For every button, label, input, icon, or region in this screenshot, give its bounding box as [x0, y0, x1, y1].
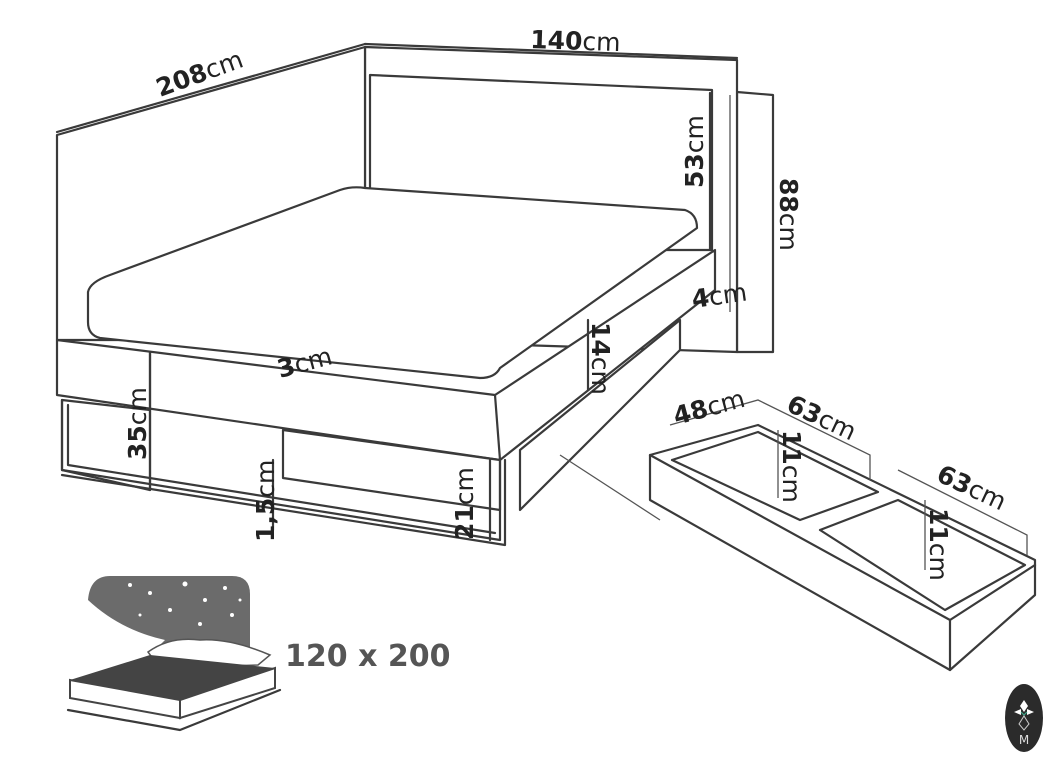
svg-text:M: M [1019, 733, 1029, 747]
drawers-drawing [648, 399, 1037, 672]
dim-width: 140cm [530, 25, 621, 57]
dim-headboard-thickness: 4cm [690, 277, 749, 313]
dim-frame-height: 35cm [123, 387, 152, 460]
dim-side-rail-height: 14cm [586, 322, 615, 395]
drawer-side [518, 318, 682, 512]
mattress-size-icon [66, 576, 282, 732]
rear-panel [735, 90, 775, 354]
dim-clearance-height: 21cm [450, 467, 479, 540]
dim-headboard-panel-height: 53cm [680, 115, 709, 188]
dim-leg-thickness: 1,5cm [251, 460, 280, 542]
dim-total-height: 88cm [774, 178, 803, 251]
dim-drawer-depth: 48cm [670, 384, 748, 431]
dim-drawer1-height: 11cm [777, 430, 806, 503]
brand-logo: M [1005, 684, 1043, 752]
dim-drawer2-height: 11cm [924, 508, 953, 581]
mattress [86, 186, 699, 380]
mattress-size-label: 120 x 200 [285, 639, 450, 674]
drawer-box [648, 423, 1037, 672]
dimension-lines [55, 42, 739, 542]
bed-drawing [55, 45, 775, 547]
